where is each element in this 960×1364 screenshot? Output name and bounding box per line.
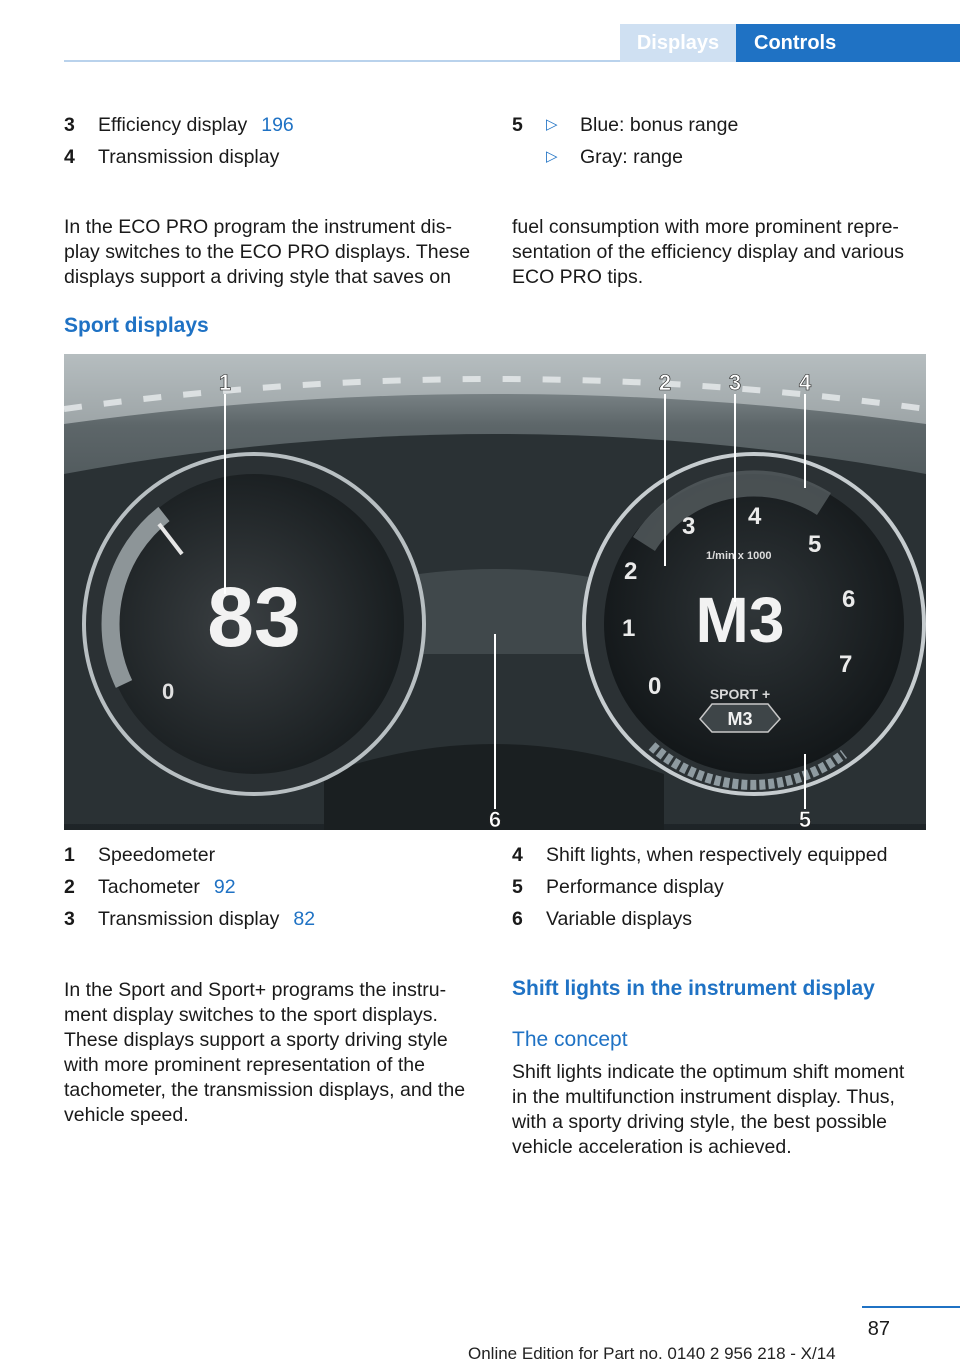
triangle-bullet-icon: ▷ [546, 116, 558, 133]
item-text: Transmission display [98, 146, 280, 168]
page-reference-link[interactable]: 92 [213, 876, 236, 898]
callout-5: 5 [799, 807, 811, 830]
text-line: In the ECO PRO program the instrument di… [64, 216, 452, 238]
callout-3: 3 [729, 370, 741, 395]
item-text: Performance display [546, 876, 724, 898]
instrument-cluster-figure: 83 0 2 3 4 5 6 7 1 0 1/min x 1000 M3 SPO… [63, 354, 927, 832]
tach-scale-7: 7 [839, 651, 852, 678]
speed-scale-zero: 0 [162, 679, 174, 704]
item-number: 6 [512, 908, 523, 930]
tach-scale-4: 4 [748, 503, 762, 530]
shift-lights-heading: Shift lights in the instrument display [512, 977, 875, 1000]
text-line: Shift lights indicate the optimum shift … [512, 1061, 905, 1083]
item-number: 4 [512, 844, 523, 866]
text-line: tachometer, the transmission displays, a… [64, 1079, 466, 1101]
text-line: vehicle speed. [64, 1104, 189, 1126]
eco-pro-paragraph-right: fuel consumption with more prominent rep… [512, 215, 932, 290]
callout-6: 6 [489, 807, 501, 830]
tab-controls[interactable]: Controls [736, 24, 960, 62]
text-line: displays support a driving style that sa… [64, 266, 451, 288]
online-edition-note: Online Edition for Part no. 0140 2 956 2… [468, 1344, 836, 1363]
text-line: In the Sport and Sport+ programs the ins… [64, 979, 447, 1001]
callout-4: 4 [799, 370, 812, 395]
concept-heading: The concept [512, 1028, 628, 1051]
item-text: Efficiency display [98, 114, 248, 136]
triangle-bullet-icon: ▷ [546, 148, 558, 165]
tach-scale-1: 1 [622, 615, 635, 642]
bullet-text: Gray: range [580, 146, 683, 168]
tach-scale-5: 5 [808, 531, 821, 558]
text-line: sentation of the efficiency display and … [512, 241, 905, 263]
tach-scale-0: 0 [648, 673, 661, 700]
text-line: in the multifunction instrument display.… [512, 1086, 895, 1108]
tab-displays[interactable]: Displays [620, 24, 736, 62]
drive-mode-gear: M3 [727, 709, 752, 729]
callout-2: 2 [659, 370, 671, 395]
footer-rule [862, 1306, 960, 1308]
item-number: 2 [64, 876, 75, 898]
item-text: Speedometer [98, 844, 216, 866]
item-text: Tachometer [98, 876, 200, 898]
gear-readout: M3 [696, 584, 785, 656]
item-number: 1 [64, 844, 75, 866]
item-number: 5 [512, 876, 523, 898]
sport-displays-heading: Sport displays [64, 314, 209, 337]
drive-mode-label: SPORT + [710, 686, 770, 702]
page-number: 87 [867, 1318, 890, 1340]
callout-1: 1 [219, 370, 231, 395]
page-reference-link[interactable]: 82 [293, 908, 316, 930]
item-text: Transmission display [98, 908, 280, 930]
bullet-text: Blue: bonus range [580, 114, 739, 136]
text-line: vehicle acceleration is achieved. [512, 1136, 792, 1158]
tach-unit-label: 1/min x 1000 [706, 550, 771, 562]
item-text: Variable displays [546, 908, 692, 930]
item-number: 3 [64, 908, 75, 930]
tach-scale-6: 6 [842, 586, 855, 613]
text-line: ECO PRO tips. [512, 266, 644, 288]
instrument-cluster-illustration: 83 0 2 3 4 5 6 7 1 0 1/min x 1000 M3 SPO… [63, 354, 927, 832]
text-line: play switches to the ECO PRO displays. T… [64, 241, 471, 263]
text-line: These displays support a sporty driving … [64, 1029, 448, 1051]
header-rule [64, 60, 960, 62]
text-line: with a sporty driving style, the best po… [512, 1111, 888, 1133]
tach-scale-2: 2 [624, 558, 637, 585]
text-line: ment display switches to the sport displ… [64, 1004, 438, 1026]
sport-paragraph: In the Sport and Sport+ programs the ins… [64, 978, 484, 1128]
item-number: 3 [64, 114, 75, 136]
speed-readout: 83 [207, 570, 300, 664]
tach-scale-3: 3 [682, 513, 695, 540]
item-text: Shift lights, when respectively equipped [546, 844, 888, 866]
eco-pro-paragraph-left: In the ECO PRO program the instrument di… [64, 215, 484, 290]
item-number: 5 [512, 114, 523, 136]
page-reference-link[interactable]: 196 [261, 114, 294, 136]
item-number: 4 [64, 146, 75, 168]
text-line: with more prominent representation of th… [64, 1054, 425, 1076]
text-line: fuel consumption with more prominent rep… [512, 216, 899, 238]
concept-paragraph: Shift lights indicate the optimum shift … [512, 1060, 932, 1160]
